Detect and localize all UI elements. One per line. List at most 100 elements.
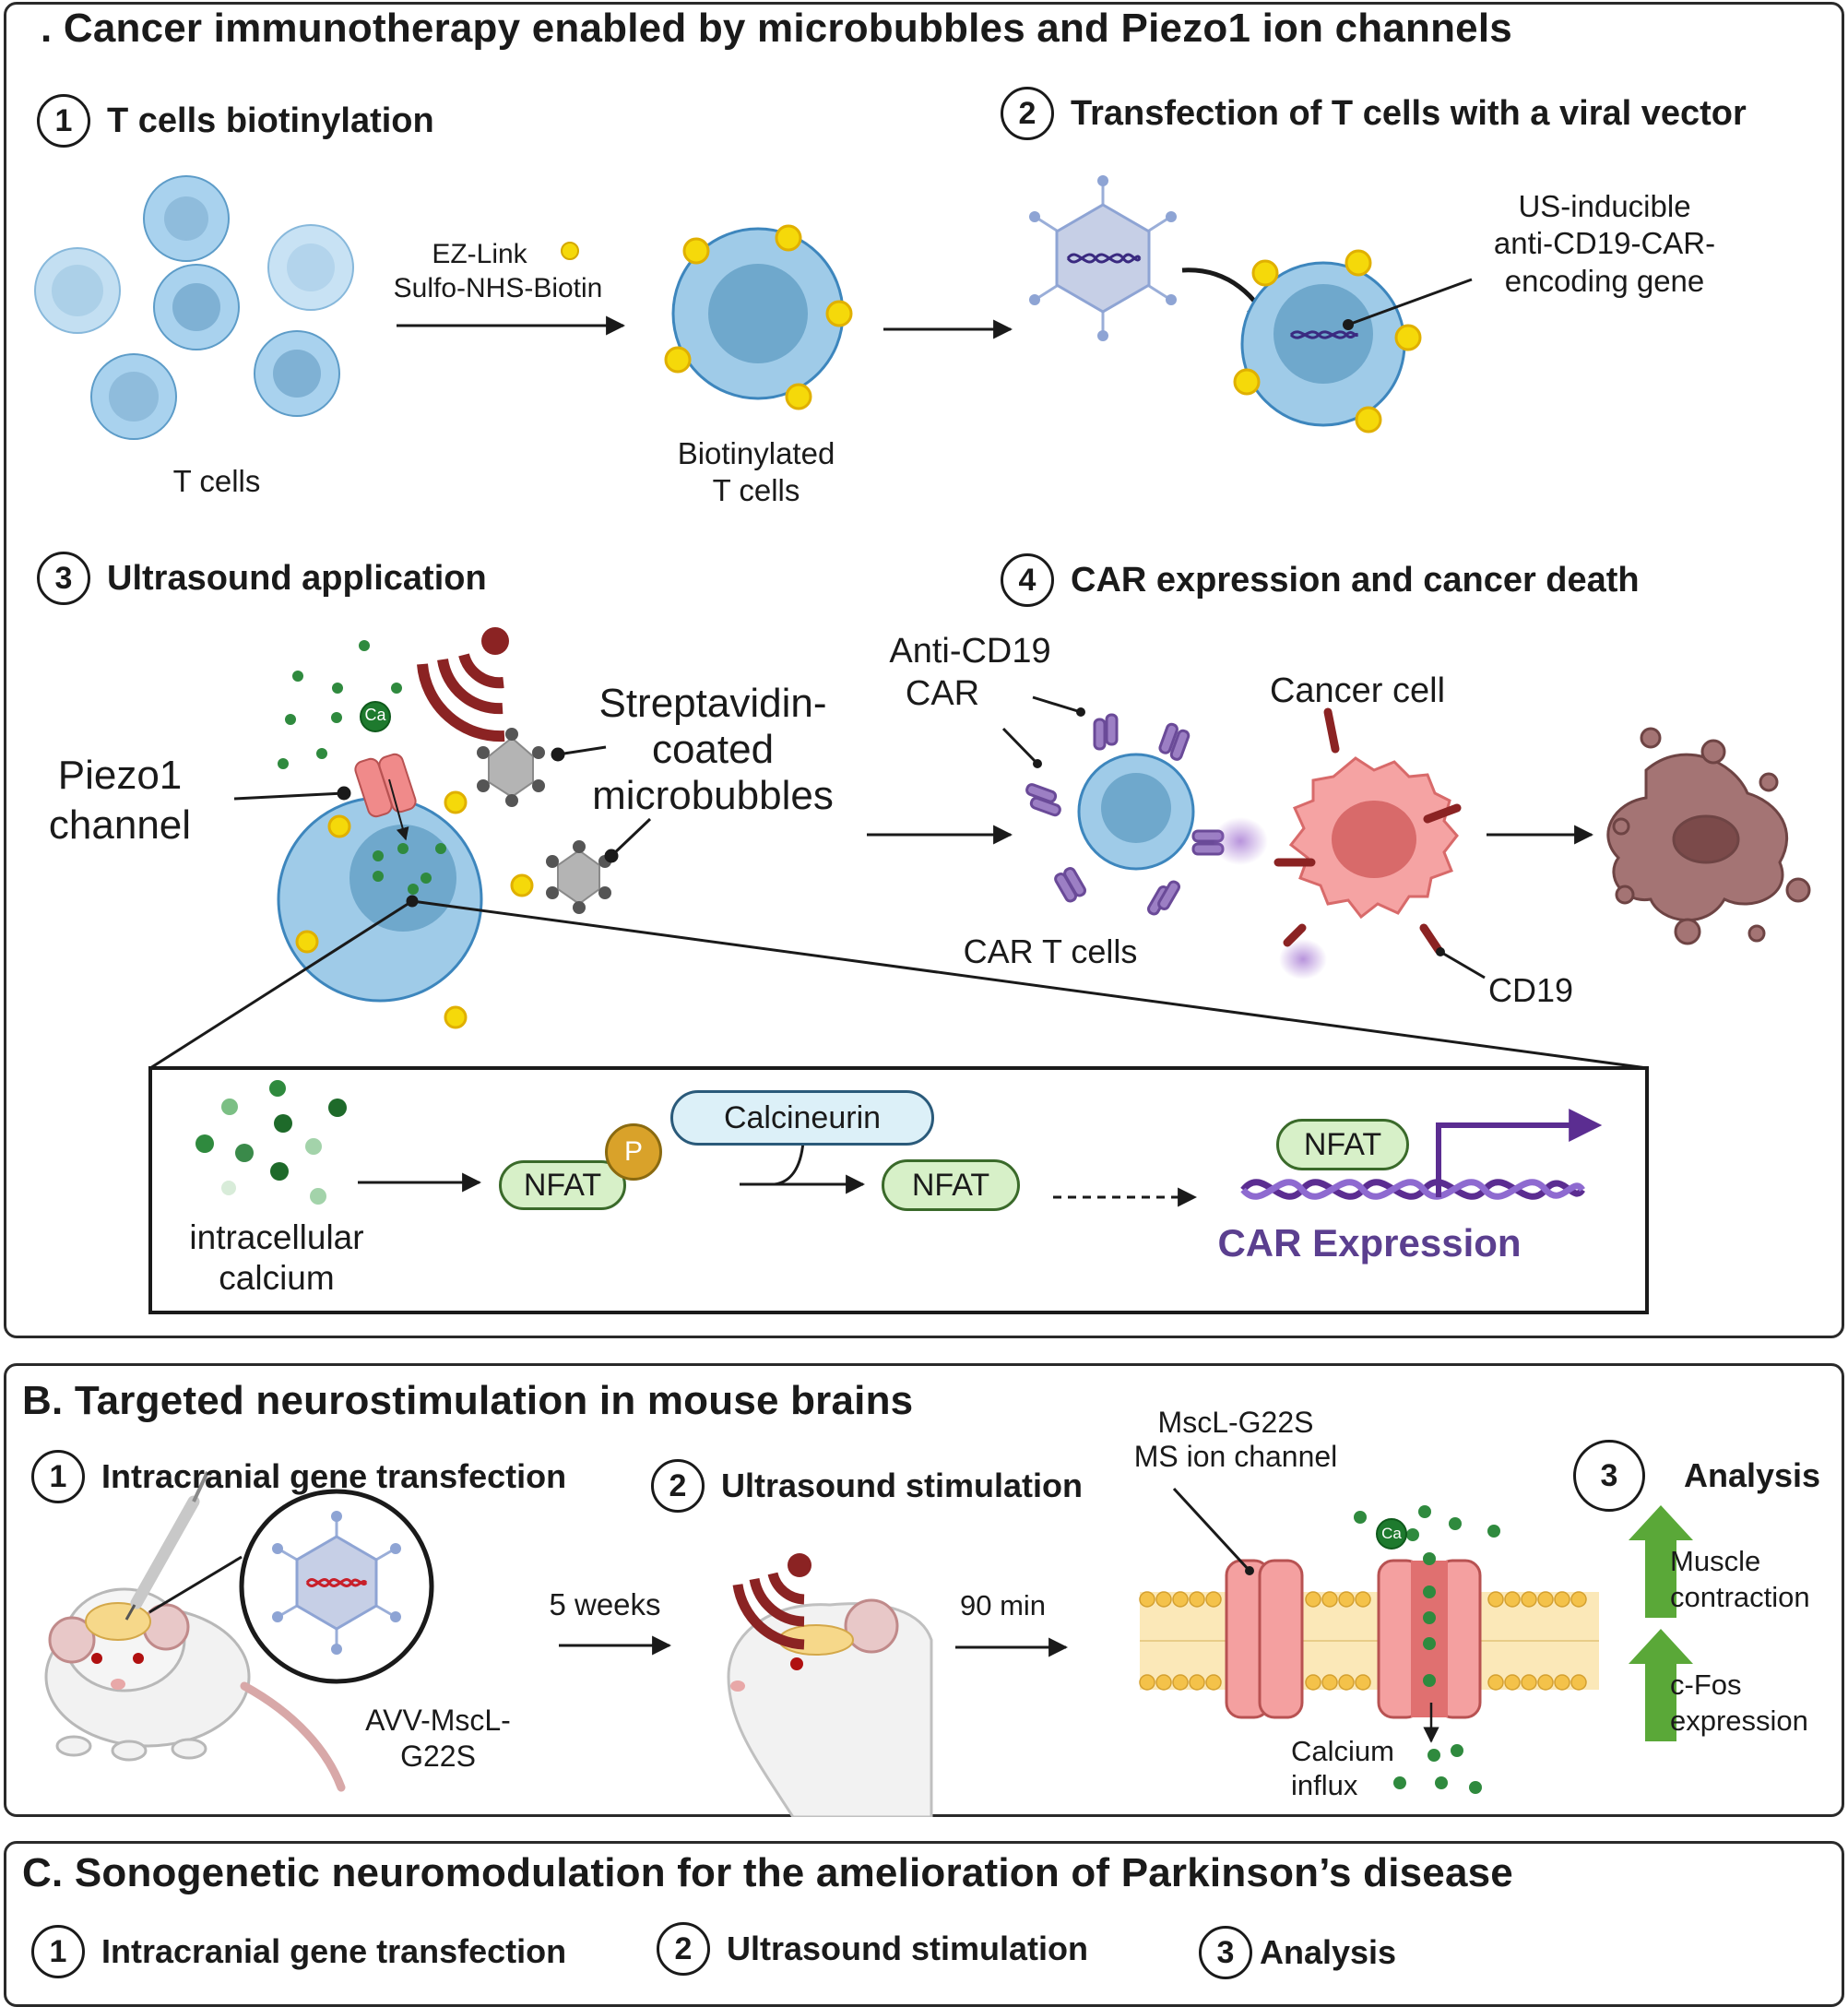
cd19-label: CD19: [1487, 971, 1574, 1009]
biotin-icon: [561, 242, 579, 260]
panel-b-title: B. Targeted neurostimulation in mouse br…: [22, 1378, 914, 1423]
lipid-head: [1554, 1591, 1570, 1608]
calcineurin-badge: Calcineurin: [670, 1090, 934, 1146]
biotinylated-line-2: T cells: [712, 473, 800, 508]
muscle-line-1: Muscle: [1670, 1545, 1761, 1577]
cfos-line-1: c-Fos: [1670, 1669, 1742, 1701]
lipid-head: [1338, 1591, 1355, 1608]
viral-vector-b-icon: [272, 1511, 401, 1655]
lipid-head: [1305, 1674, 1321, 1691]
lipid-head: [1504, 1674, 1521, 1691]
channel-label: MscL-G22S MS ion channel: [1116, 1406, 1356, 1474]
biotinylated-t-cell: [664, 224, 853, 410]
vector-label: AVV-MscL- G22S: [346, 1703, 530, 1775]
calcineurin-text: Calcineurin: [723, 1099, 882, 1135]
step-c2-number: 2: [657, 1922, 710, 1976]
step-a3-label: Ultrasound application: [107, 558, 487, 598]
intracellular-ca-particles: [373, 843, 446, 895]
piezo-label: Piezo1 channel: [37, 751, 203, 849]
step-c3-number: 3: [1199, 1926, 1252, 1979]
gene-line-1: US-inducible: [1518, 189, 1691, 223]
lipid-head: [1321, 1674, 1338, 1691]
influx-label: Calcium influx: [1291, 1734, 1429, 1802]
microbubbles-label: Streptavidin- coated microbubbles: [579, 681, 847, 819]
gene-line-2: anti-CD19-CAR-: [1493, 226, 1716, 261]
lipid-head: [1338, 1674, 1355, 1691]
mb-line-2: coated: [651, 727, 775, 773]
car-t-cell: [1001, 695, 1225, 916]
step-b1: 1 Intracranial gene transfection: [31, 1450, 566, 1503]
cfos-label: c-Fos expression: [1670, 1668, 1845, 1740]
target-t-cell: [277, 796, 483, 1003]
reagent-line-2: Sulfo-NHS-Biotin: [393, 272, 603, 303]
lipid-head: [1321, 1591, 1338, 1608]
car-expression-label: CAR Expression: [1217, 1221, 1522, 1265]
muscle-label: Muscle contraction: [1670, 1544, 1845, 1616]
inset-calcium-label: intracellular calcium: [166, 1217, 387, 1300]
lipid-head: [1521, 1591, 1537, 1608]
step-a4-number: 4: [1001, 553, 1054, 607]
step-c1-number: 1: [31, 1925, 85, 1978]
panel-a-title: . Cancer immunotherapy enabled by microb…: [41, 6, 1512, 51]
step-b2-label: Ultrasound stimulation: [721, 1467, 1084, 1504]
nfat-badge-2: NFAT: [882, 1159, 1020, 1211]
panel-c: [4, 1841, 1844, 2007]
anti-cd19-line-2: CAR: [905, 673, 980, 713]
step-a2: 2 Transfection of T cells with a viral v…: [1001, 87, 1747, 140]
synapse-glow-2: [1279, 939, 1327, 980]
reagent-label: EZ-Link Sulfo-NHS-Biotin: [378, 238, 618, 305]
biotinylated-line-1: Biotinylated: [677, 436, 835, 470]
step-a1: 1 T cells biotinylation: [37, 94, 434, 148]
transfected-t-cell: [1233, 249, 1473, 433]
nfat-text-2: NFAT: [911, 1167, 990, 1203]
step-c3: 3 Analysis: [1199, 1926, 1396, 1979]
anti-cd19-line-1: Anti-CD19: [889, 632, 1051, 671]
cancer-cell-label: Cancer cell: [1269, 671, 1446, 710]
mb-line-3: microbubbles: [592, 773, 834, 819]
lipid-head: [1554, 1674, 1570, 1691]
nfat-badge-1: NFAT: [499, 1160, 626, 1210]
viral-vector-icon: [1029, 175, 1177, 341]
ca-ions-b: [1354, 1505, 1500, 1794]
lipid-head: [1355, 1591, 1371, 1608]
lipid-head: [1155, 1674, 1172, 1691]
lipid-head: [1487, 1674, 1504, 1691]
zoom-lines: [149, 895, 1648, 1070]
ultrasound-waves-icon: [417, 627, 509, 742]
ultrasound-mouse-icon: [727, 1553, 933, 1817]
lipid-head: [1305, 1591, 1321, 1608]
nfat-text-3: NFAT: [1303, 1126, 1382, 1162]
step-b3-number: 3: [1573, 1440, 1645, 1512]
piezo1-channel-icon: [354, 753, 417, 841]
synapse-glow: [1213, 817, 1268, 865]
panel-b-graphics: [44, 1471, 1693, 1817]
t-cells-label: T cells: [172, 464, 261, 498]
channel-line-1: MscL-G22S: [1157, 1406, 1314, 1439]
dead-cancer-cell: [1606, 727, 1811, 945]
step-b2: 2 Ultrasound stimulation: [651, 1459, 1083, 1513]
step-a2-number: 2: [1001, 87, 1054, 140]
lipid-head: [1521, 1674, 1537, 1691]
minutes-label: 90 min: [959, 1589, 1047, 1621]
gene-label: US-inducible anti-CD19-CAR- encoding gen…: [1466, 188, 1743, 300]
cancer-cell: [1273, 707, 1486, 980]
mb-line-1: Streptavidin-: [598, 681, 827, 726]
lipid-head: [1139, 1674, 1155, 1691]
step-a2-label: Transfection of T cells with a viral vec…: [1071, 93, 1747, 133]
lipid-head: [1537, 1674, 1554, 1691]
step-a3: 3 Ultrasound application: [37, 552, 487, 605]
mscl-channel-closed-icon: [1225, 1559, 1304, 1719]
car-t-cells-label: CAR T cells: [963, 932, 1138, 970]
lipid-head: [1155, 1591, 1172, 1608]
step-c3-label: Analysis: [1260, 1933, 1397, 1971]
lipid-head: [1570, 1674, 1587, 1691]
influx-line-2: influx: [1291, 1769, 1358, 1802]
anti-cd19-label: Anti-CD19 CAR: [878, 631, 1062, 715]
lipid-head: [1139, 1591, 1155, 1608]
step-a4: 4 CAR expression and cancer death: [1001, 553, 1640, 607]
lipid-head: [1570, 1591, 1587, 1608]
t-cells-cluster: [34, 175, 354, 440]
channel-line-2: MS ion channel: [1133, 1439, 1338, 1473]
reagent-line-1: EZ-Link: [432, 239, 527, 269]
calcium-line-2: calcium: [219, 1259, 335, 1298]
